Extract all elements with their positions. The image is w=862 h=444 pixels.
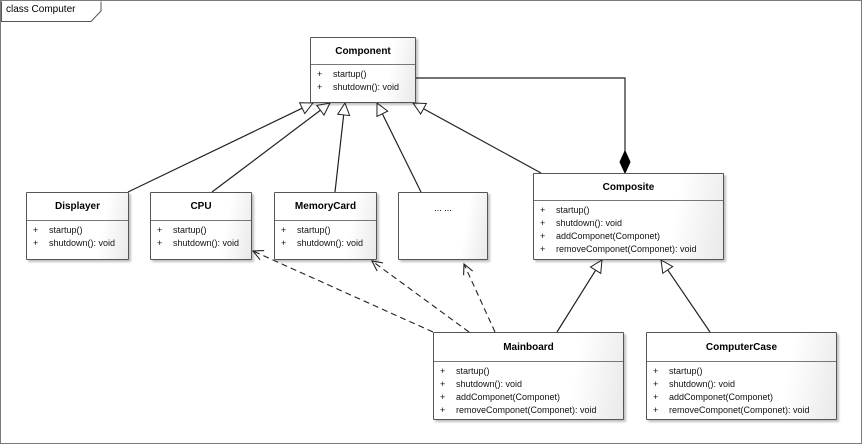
operation: +addComponet(Componet) [540, 231, 661, 241]
operations-compartment: +startup() +shutdown(): void +addCompone… [434, 362, 623, 417]
operation: +shutdown(): void [440, 379, 523, 389]
operations-compartment: +startup() +shutdown(): void +addCompone… [647, 362, 836, 417]
frame-tab [1, 1, 102, 22]
operation: +shutdown(): void [653, 379, 736, 389]
class-computercase[interactable]: ComputerCase +startup() +shutdown(): voi… [646, 332, 837, 420]
operation: +shutdown(): void [33, 238, 116, 248]
operation: +removeComponet(Componet): void [653, 405, 810, 415]
operation: +startup() [540, 205, 590, 215]
comp-composite-component-line [416, 77, 626, 155]
class-component[interactable]: Component +startup() +shutdown(): void [310, 37, 416, 103]
class-cpu[interactable]: CPU +startup() +shutdown(): void [150, 192, 252, 260]
class-memorycard[interactable]: MemoryCard +startup() +shutdown(): void [274, 192, 377, 260]
frame-title: class Computer [6, 4, 76, 15]
comp-composite-component-diamond [619, 149, 631, 175]
gen-mainboard-composite-arrowhead [589, 259, 603, 275]
dep-mainboard-cpu-line [252, 250, 434, 333]
operation: +addComponet(Componet) [653, 392, 774, 402]
operation: +shutdown(): void [281, 238, 364, 248]
class-ellipsis[interactable]: ... ... [398, 192, 488, 260]
gen-composite-component-arrowhead [412, 102, 428, 115]
class-name: Component [311, 38, 415, 65]
gen-displayer-component-arrowhead [298, 102, 315, 115]
operations-compartment: +startup() +shutdown(): void [311, 65, 415, 94]
gen-computercase-composite-arrowhead [660, 259, 674, 275]
class-composite[interactable]: Composite +startup() +shutdown(): void +… [533, 173, 724, 260]
gen-cpu-component-line [211, 109, 321, 193]
operation: +startup() [653, 366, 703, 376]
operations-compartment: +startup() +shutdown(): void [151, 221, 251, 250]
dep-mainboard-memorycard-line [371, 260, 470, 333]
operations-compartment: +startup() +shutdown(): void +addCompone… [534, 201, 723, 256]
operation: +startup() [157, 225, 207, 235]
operation: +shutdown(): void [540, 218, 623, 228]
operation: +startup() [317, 69, 367, 79]
operations-compartment: +startup() +shutdown(): void [27, 221, 128, 250]
gen-memorycard-component-line [334, 114, 345, 193]
gen-cpu-component-arrowhead [315, 102, 331, 116]
operation: +removeComponet(Componet): void [540, 244, 697, 254]
class-name: ComputerCase [647, 333, 836, 362]
class-name: Composite [534, 174, 723, 201]
gen-ellipsis-component-arrowhead [376, 101, 389, 118]
operation: +startup() [281, 225, 331, 235]
class-displayer[interactable]: Displayer +startup() +shutdown(): void [26, 192, 129, 260]
gen-displayer-component-line [127, 107, 303, 193]
dep-mainboard-ellipsis-line [463, 263, 496, 333]
operation: +removeComponet(Componet): void [440, 405, 597, 415]
gen-memorycard-component-arrowhead [336, 101, 351, 117]
gen-ellipsis-component-line [381, 113, 422, 193]
operation: +startup() [440, 366, 490, 376]
operation: +startup() [33, 225, 83, 235]
class-name: Mainboard [434, 333, 623, 362]
operations-compartment: +startup() +shutdown(): void [275, 221, 376, 250]
operation: +addComponet(Componet) [440, 392, 561, 402]
class-name: Displayer [27, 193, 128, 221]
gen-mainboard-composite-line [556, 269, 597, 333]
class-name: CPU [151, 193, 251, 221]
gen-composite-component-line [423, 108, 542, 174]
gen-computercase-composite-line [667, 269, 711, 333]
class-mainboard[interactable]: Mainboard +startup() +shutdown(): void +… [433, 332, 624, 420]
dep-mainboard-memorycard-arrowhead [371, 260, 384, 272]
operation: +shutdown(): void [157, 238, 240, 248]
dep-mainboard-cpu-arrowhead [251, 249, 265, 261]
class-name: MemoryCard [275, 193, 376, 221]
operation: +shutdown(): void [317, 82, 400, 92]
dep-mainboard-ellipsis-arrowhead [463, 262, 474, 276]
class-name: ... ... [434, 203, 452, 213]
